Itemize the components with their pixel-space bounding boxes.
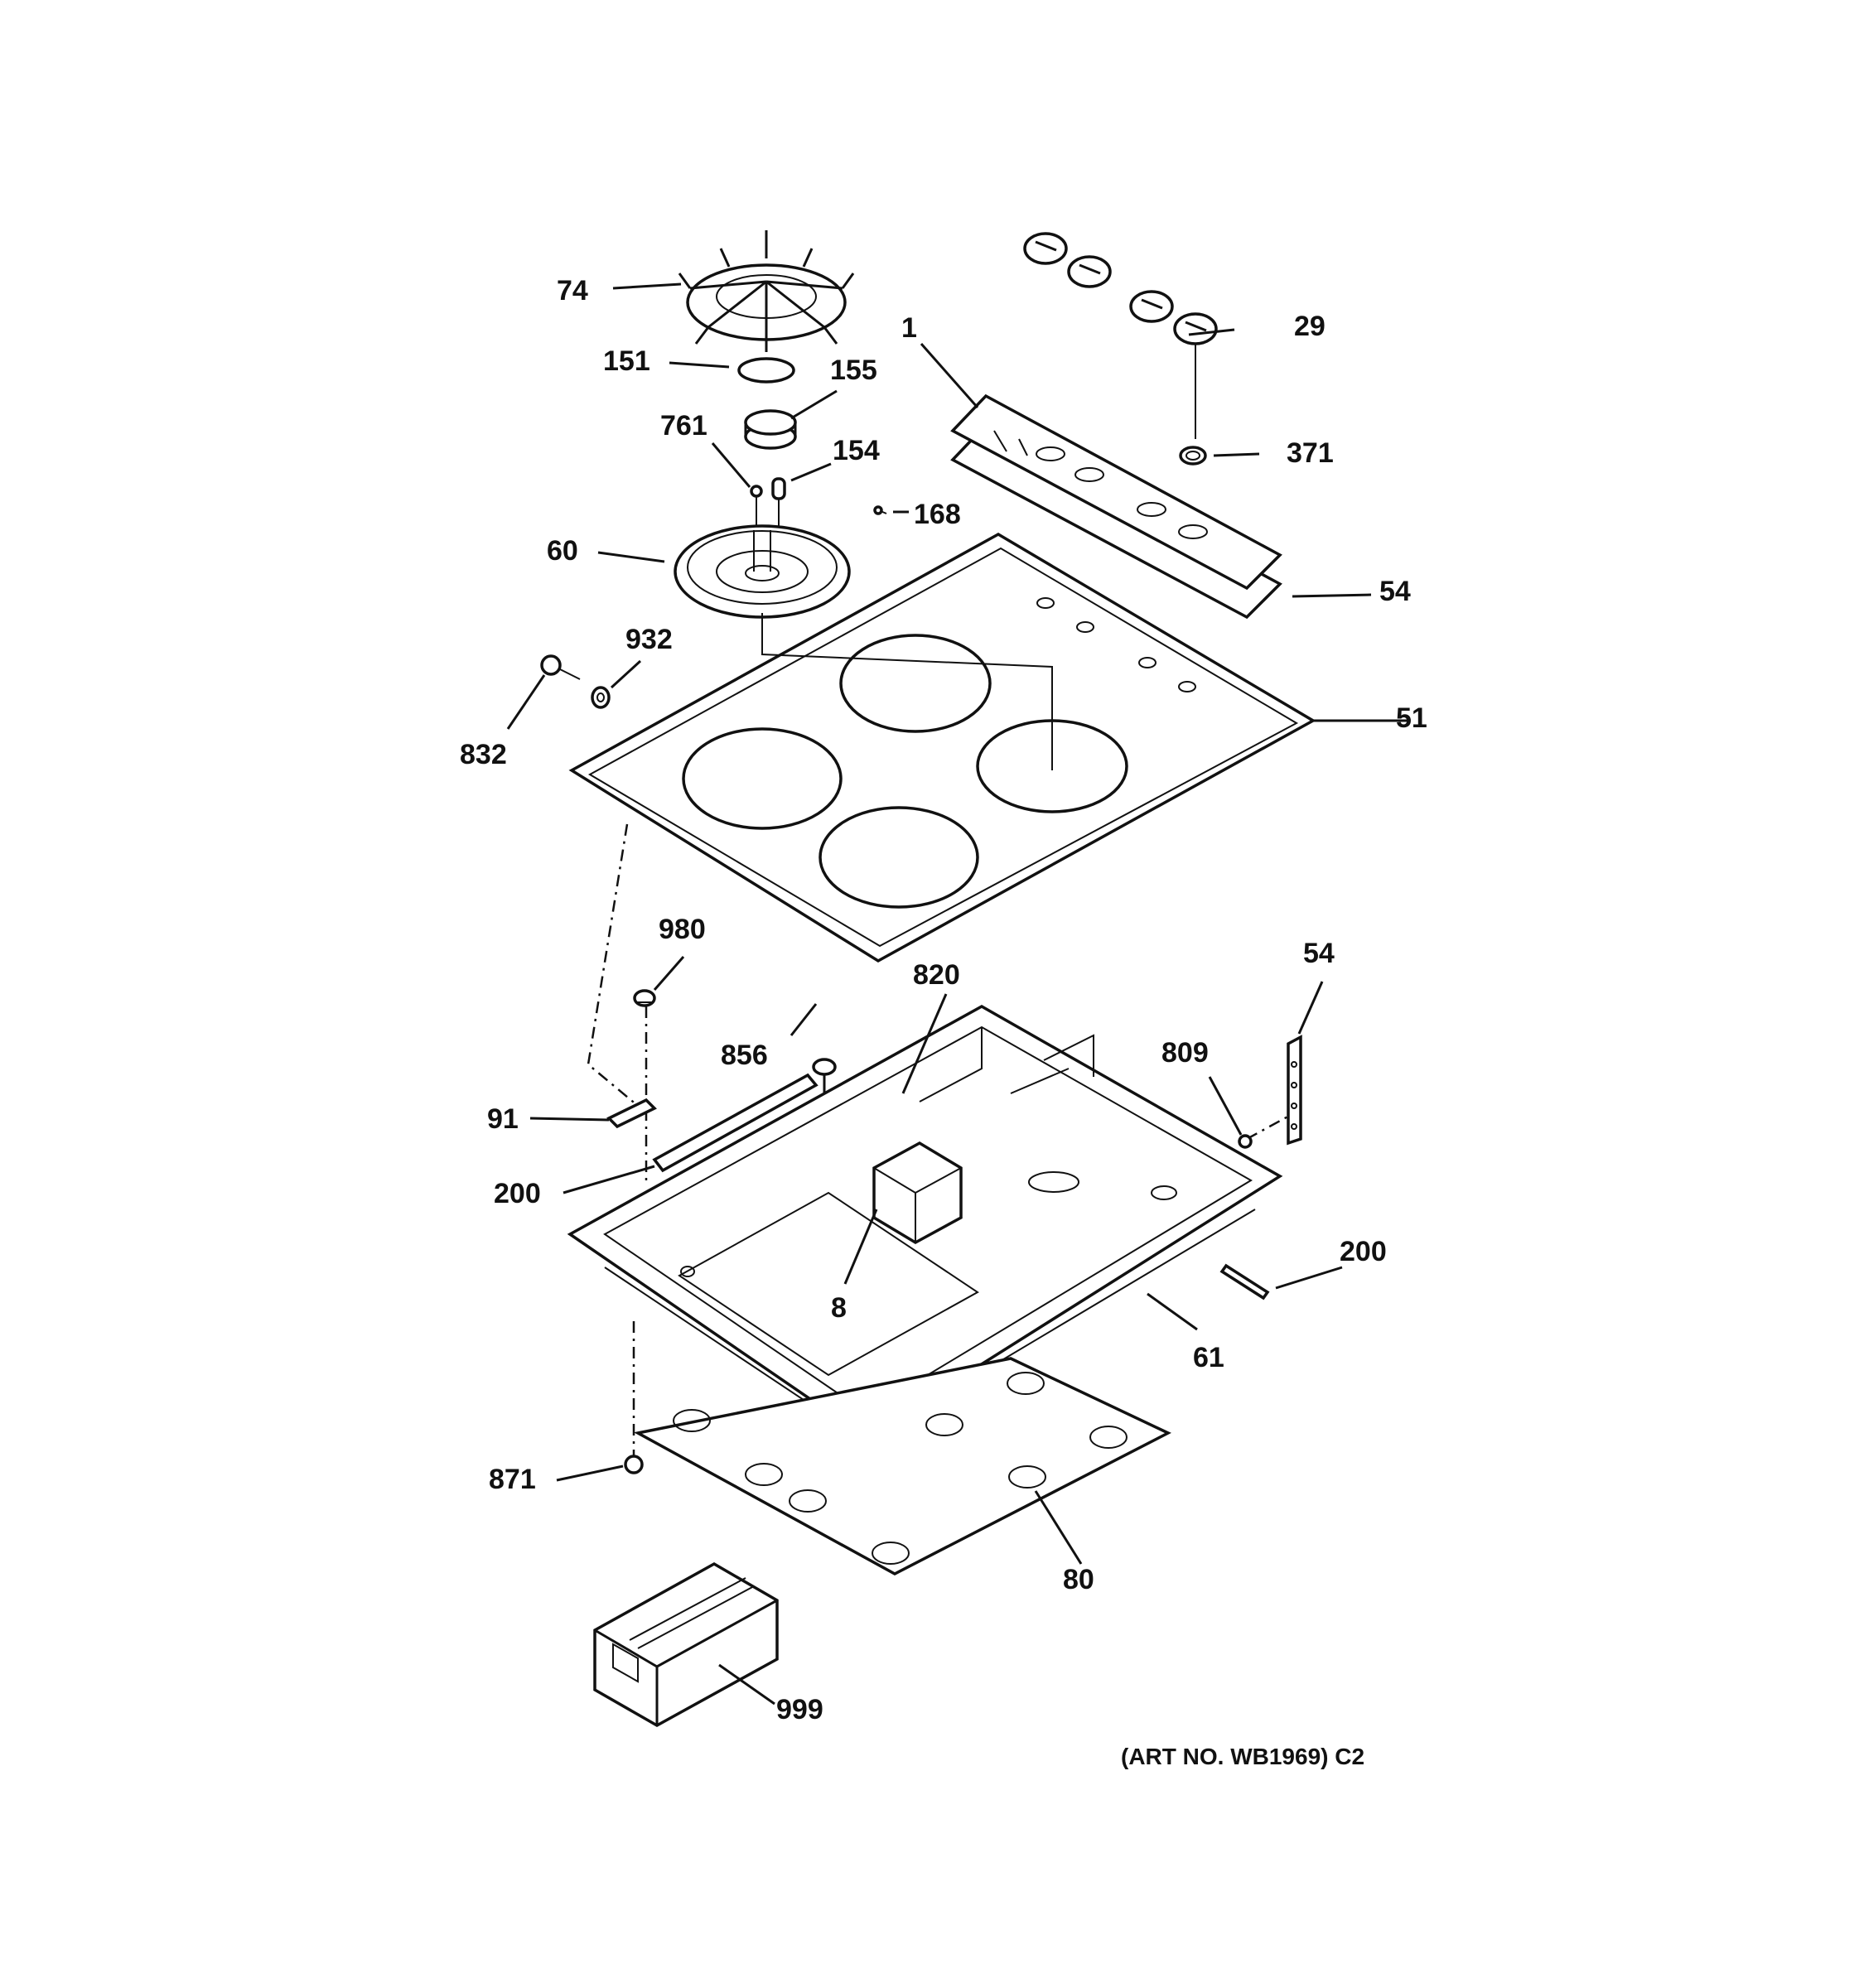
callout-871: 871 [489, 1464, 536, 1495]
screw-980 [633, 989, 656, 1007]
screw-871 [624, 1455, 644, 1474]
callout-80: 80 [1063, 1564, 1094, 1595]
callout-809: 809 [1161, 1037, 1209, 1069]
callout-1: 1 [901, 312, 917, 344]
callout-29: 29 [1294, 311, 1326, 342]
bracket-54 [1287, 1035, 1302, 1146]
callout-932: 932 [625, 624, 673, 655]
callout-54-top: 54 [1379, 576, 1411, 607]
seal-strip-200-right [1219, 1263, 1270, 1300]
callout-200-left: 200 [494, 1178, 541, 1209]
art-number: (ART NO. WB1969) C2 [1121, 1744, 1364, 1769]
callout-856: 856 [721, 1040, 768, 1071]
callout-74: 74 [557, 275, 588, 306]
igniter-plug [771, 477, 786, 530]
callout-151: 151 [603, 345, 650, 377]
burner-grate [678, 230, 855, 352]
callout-154: 154 [833, 435, 880, 466]
callout-155: 155 [830, 355, 877, 386]
burner-cap [737, 357, 795, 384]
callout-371: 371 [1287, 437, 1334, 469]
burner-head [744, 409, 797, 450]
screw-832 [540, 654, 581, 680]
burner-pan [674, 524, 851, 619]
callout-8: 8 [831, 1292, 847, 1324]
callout-820: 820 [913, 959, 960, 991]
control-knobs [1023, 232, 1218, 439]
washer-932 [591, 686, 611, 709]
literature-package [593, 1561, 779, 1728]
control-panel [950, 393, 1282, 620]
callout-61: 61 [1193, 1342, 1224, 1373]
seal-strip-200-left [652, 1073, 819, 1173]
callout-999: 999 [776, 1694, 823, 1725]
callout-54-right: 54 [1303, 938, 1335, 969]
leader-lines [506, 282, 1408, 1706]
screw-809 [1238, 1134, 1253, 1149]
callout-832: 832 [460, 739, 507, 770]
callout-168: 168 [914, 499, 961, 530]
callout-60: 60 [547, 535, 578, 567]
bracket-91 [606, 1098, 657, 1129]
assembly-line-91 [587, 823, 639, 1107]
cooktop [568, 532, 1316, 963]
igniter-electrode [750, 485, 763, 530]
insulation-pad [633, 1357, 1171, 1575]
callout-980: 980 [659, 914, 706, 945]
knob-bezel [1179, 446, 1207, 466]
callout-91: 91 [487, 1103, 519, 1135]
callout-51: 51 [1396, 702, 1427, 734]
callout-761: 761 [660, 410, 707, 442]
screw-168 [873, 505, 887, 515]
callout-200-right: 200 [1340, 1236, 1387, 1267]
assembly-line-809 [1246, 1112, 1293, 1141]
